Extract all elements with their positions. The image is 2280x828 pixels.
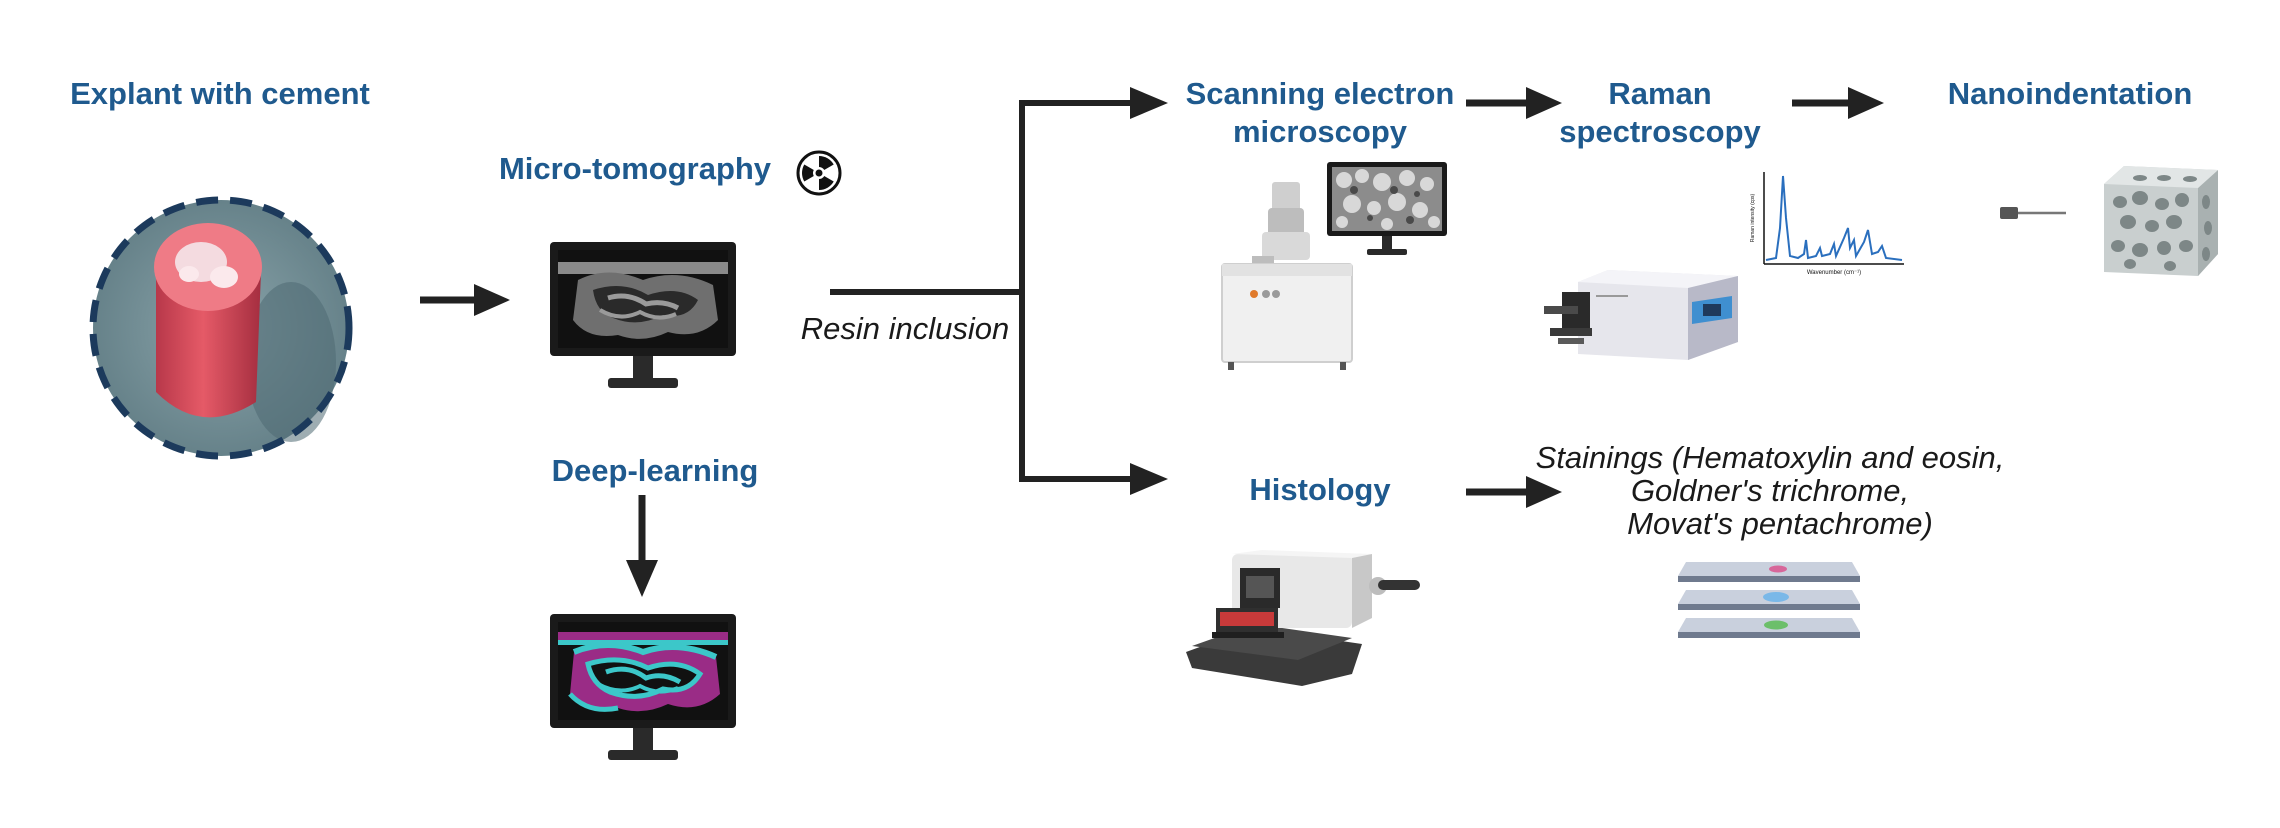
label-microtomography: Micro-tomography [498,151,772,186]
radiation-icon [796,150,842,196]
label-histology: Histology [1249,472,1391,507]
microtome-icon [1186,550,1420,686]
label-explant: Explant with cement [70,76,370,111]
label-stainings: Stainings (Hematoxylin and eosin, Goldne… [1520,441,2020,540]
arrow-resin-branch [830,87,1168,495]
label-sem-line2: microscopy [1232,114,1407,149]
arrow-sem-to-raman [1466,87,1562,119]
arrow-histology-to-stainings [1466,476,1562,508]
raman-xlabel: Wavenumber (cm⁻¹) [1807,270,1861,276]
slide-3 [1678,618,1860,638]
label-stainings-line3: Movat's pentachrome) [1627,506,1933,541]
arrow-down-to-segmentation [626,495,658,597]
raman-spectrum-plot: Raman intensity (cps) Wavenumber (cm⁻¹) [1750,172,1904,276]
monitor-icon-tomography [550,242,736,388]
label-nanoindentation: Nanoindentation [1947,76,2193,111]
label-raman-line2: spectroscopy [1559,114,1761,149]
arrow-raman-to-nano [1792,87,1884,119]
explant-sample-photo [89,196,353,460]
slide-1 [1678,562,1860,582]
slides-icon [1678,562,1860,638]
arrow-explant-to-microtomo [420,284,510,316]
label-resin-inclusion: Resin inclusion [800,311,1010,346]
label-raman-line1: Raman [1608,76,1712,111]
slide-2 [1678,590,1860,610]
bone-cube-icon [2104,166,2218,276]
label-stainings-line2: Goldner's trichrome, [1630,473,1910,508]
label-deep-learning: Deep-learning [551,453,759,488]
label-stainings-line1: Stainings (Hematoxylin and eosin, [1535,440,2005,475]
label-sem-line1: Scanning electron [1185,76,1455,111]
electron-microscope-icon [1221,162,1447,370]
monitor-icon-segmentation [550,614,736,760]
label-raman: Raman spectroscopy [1540,75,1780,151]
label-sem: Scanning electron microscopy [1160,75,1480,151]
raman-ylabel: Raman intensity (cps) [1750,193,1756,242]
raman-spectrometer-icon [1544,270,1738,360]
nanoindenter-tip-icon [2000,207,2066,219]
